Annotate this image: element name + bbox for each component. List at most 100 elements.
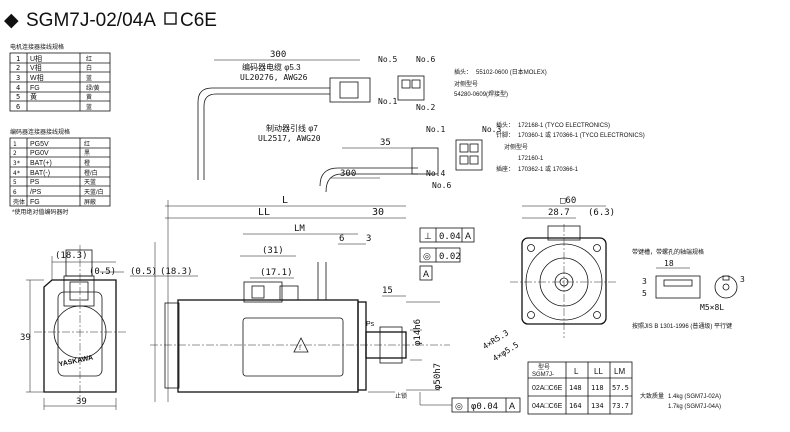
model-table-cell: 57.5 (612, 384, 629, 392)
dim-L: L (282, 195, 288, 206)
motor-table-cell: 2 (16, 64, 20, 72)
enc-pin-6: No.6 (416, 55, 435, 64)
mass-label: 大致质量 (640, 392, 664, 400)
model-table-cell: 164 (569, 402, 582, 410)
motor-table-cell: 1 (16, 55, 20, 63)
dim-30: 30 (372, 207, 384, 218)
encoder-table-cell: 2 (13, 150, 17, 157)
encoder-table-cell: BAT(+) (30, 160, 52, 167)
shaft-end-detail: 带键槽，带螺孔的轴端规格 18 3 5 3 M5×8L 按照JIS B 1301… (632, 248, 745, 330)
shaft-detail-label: 带键槽，带螺孔的轴端规格 (632, 248, 704, 256)
pwr-mate-cap: 172160-1 (518, 156, 544, 162)
svg-text:φ0.04: φ0.04 (471, 402, 498, 412)
svg-text:◎: ◎ (423, 251, 431, 261)
pwr-pin-type: 170360-1 或 170366-1 (TYCO ELECTRONICS) (518, 131, 645, 139)
shaft-detail-5: 5 (642, 289, 647, 298)
encoder-table-cell: BAT(-) (30, 170, 50, 177)
power-connector-detail: No.1 No.3 No.4 No.6 插头： 172168-1 (TYCO E… (426, 121, 645, 190)
dim-6: 6 (339, 234, 344, 244)
svg-text:A: A (423, 269, 429, 279)
motor-table-cell: 红 (86, 55, 92, 63)
dim-17-1: (17.1) (260, 268, 293, 278)
encoder-table-note: *使用绝对值编码器时 (12, 208, 68, 216)
pwr-pin-1: No.1 (426, 125, 445, 134)
motor-table-cell: 蓝 (86, 103, 92, 111)
flange-dia-50: φ50h7 (433, 363, 443, 390)
ps-label: Ps (366, 321, 375, 328)
encoder-cable-spec: UL20276, AWG26 (240, 73, 308, 82)
enc-mate: 54280-0609(焊接型) (454, 90, 508, 98)
encoder-table-cell: 黑 (84, 150, 90, 157)
svg-text:A: A (509, 401, 515, 411)
encoder-cover (164, 302, 180, 389)
encoder-cable-label: 编码器电缆 φ5.3 (242, 62, 301, 72)
model-table-cell: 02A□C6E (532, 385, 563, 392)
encoder-table-cell: PS (30, 179, 40, 186)
encoder-connector-detail: No.5 No.6 No.1 No.2 插头： 55102-0600 (日本MO… (378, 55, 547, 112)
title-model: SGM7J-02/04A (26, 10, 156, 31)
left-dim-0-5: (0.5) (89, 267, 116, 277)
encoder-table-cell: 天蓝 (84, 178, 96, 186)
enc-plug-label: 插头： (454, 68, 472, 76)
encoder-table-cell: 壳体 (13, 198, 25, 206)
motor-table-cell: 5 (16, 93, 20, 101)
left-dim-18-3: (18.3) (55, 251, 88, 261)
encoder-plug (329, 77, 371, 103)
model-table-cell: 148 (569, 384, 582, 392)
shaft-detail-m5: M5×8L (700, 303, 724, 312)
brake-cable: 制动器引线 φ7 UL2517, AWG20 35 300 (258, 123, 439, 300)
pwr-pin-label: 针脚： (496, 131, 514, 139)
pwr-pin-3: No.3 (482, 125, 501, 134)
model-col-LL: LL (594, 367, 603, 376)
motor-table-cell: 黄 (86, 93, 92, 101)
model-table-cell: 118 (591, 384, 604, 392)
dim-3: 3 (366, 234, 371, 244)
motor-table-cell: 4 (16, 84, 20, 92)
pwr-plug: 172168-1 (TYCO ELECTRONICS) (518, 123, 610, 129)
model-table-cell: 73.7 (612, 402, 629, 410)
front-c60: □60 (560, 196, 576, 206)
svg-text:⊥: ⊥ (424, 231, 432, 241)
shaft-detail-18: 18 (664, 259, 674, 268)
encoder-table-cell: 橙/白 (84, 169, 98, 177)
encoder-table-cell: 屏蔽 (84, 198, 96, 206)
encoder-table-cell: PG5V (30, 141, 49, 148)
svg-text:◎: ◎ (455, 401, 463, 411)
enc-plug: 55102-0600 (日本MOLEX) (476, 68, 547, 76)
dim-35: 35 (380, 138, 391, 148)
brake-cable-label: 制动器引线 φ7 (266, 123, 318, 133)
left-dim-39-h: 39 (76, 397, 87, 407)
model-col-L: L (574, 367, 579, 376)
pwr-mate-label: 对侧型号 (504, 143, 528, 151)
encoder-table-cell: 天蓝/白 (84, 188, 104, 196)
pwr-pin-4: No.4 (426, 169, 445, 178)
mass-04: 1.7kg (SGM7J-04A) (668, 404, 721, 410)
enc-mate-label: 对侧型号 (454, 80, 478, 88)
pwr-socket: 170362-1 或 170366-1 (518, 165, 579, 173)
encoder-cable-length: 300 (270, 50, 286, 60)
dim-LL: LL (258, 207, 270, 218)
motor-table-cell: 黄 (30, 92, 37, 101)
encoder-table-frame (9, 137, 111, 207)
encoder-table-cell: 橙 (84, 159, 90, 167)
encoder-table-cell: 4* (13, 170, 21, 177)
encoder-table-cell: 5 (13, 179, 17, 186)
motor-table-cell: 6 (16, 103, 20, 111)
motor-table-cell: 白 (86, 64, 92, 72)
brand-logo-left: YASKAWA (58, 354, 93, 368)
model-col-LM: LM (614, 367, 625, 376)
svg-text:A: A (465, 231, 471, 241)
side-dim-0-5: (0.5) (130, 267, 157, 277)
encoder-table-cell: FG (30, 199, 40, 206)
page-title: ◆ SGM7J-02/04A C6E (4, 10, 217, 31)
svg-text:0.02: 0.02 (439, 252, 461, 262)
motor-table-cell: V相 (30, 63, 42, 72)
front-28-7: 28.7 (548, 208, 570, 218)
motor-body (177, 299, 359, 393)
model-table-cell: 134 (591, 402, 604, 410)
pwr-socket-label: 插座： (496, 165, 514, 173)
